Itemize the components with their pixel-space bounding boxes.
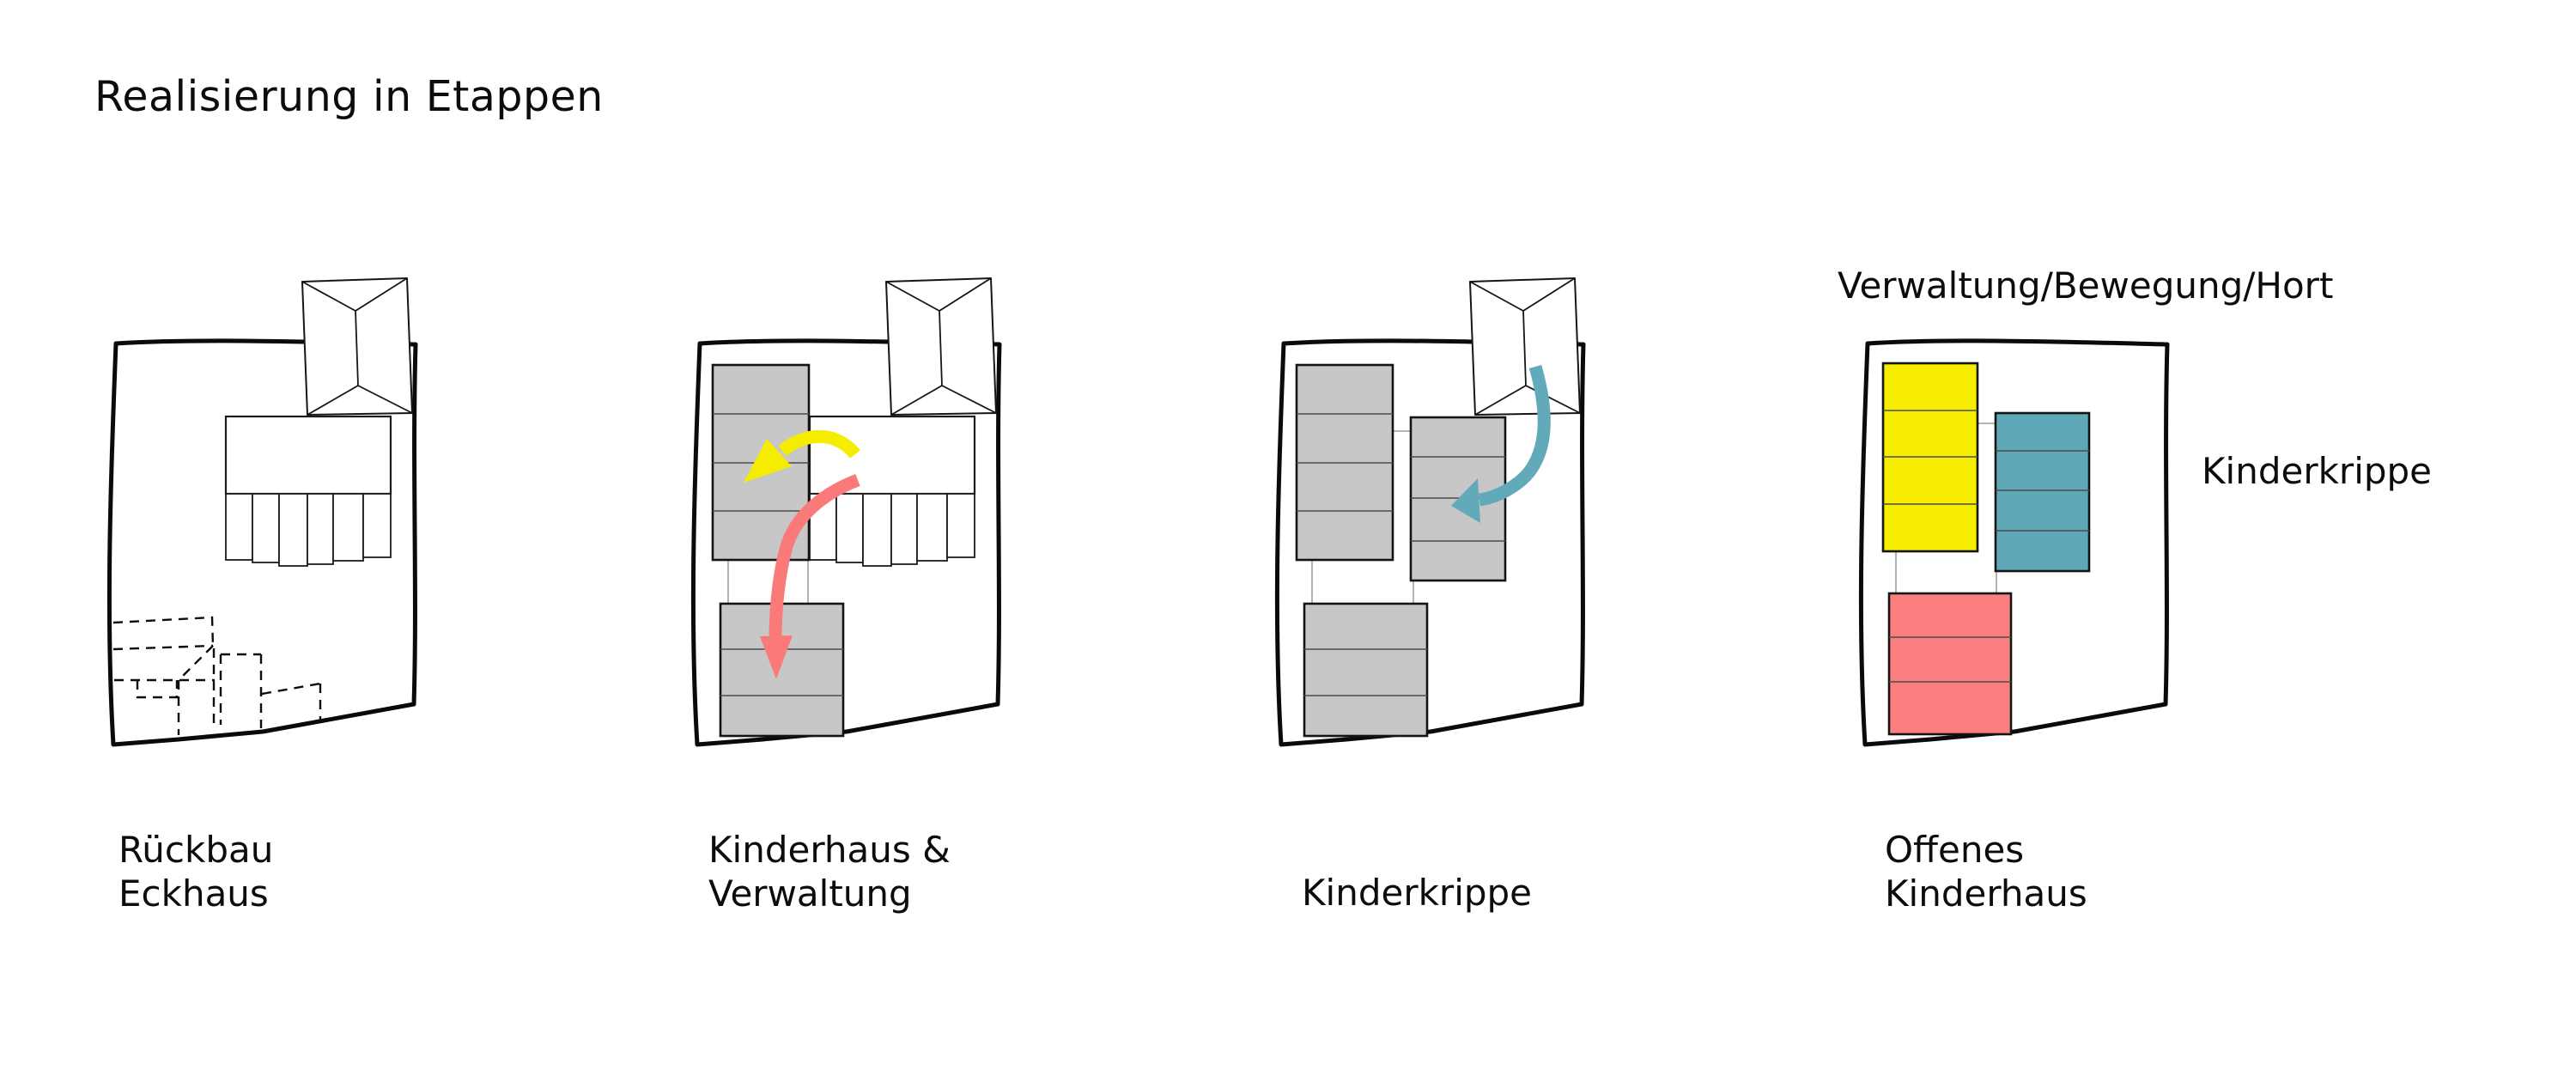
caption-line: Offenes <box>1885 829 2025 871</box>
building-a-gray <box>1295 363 1394 562</box>
caption-line: Verwaltung <box>708 872 912 915</box>
page-title: Realisierung in Etappen <box>94 72 604 121</box>
site-plan-etappe-3 <box>1262 277 1674 773</box>
caption-line: Kinderhaus & <box>708 829 951 871</box>
roof-building <box>1469 277 1581 416</box>
caption-line: Rückbau <box>118 829 274 871</box>
building-kinderkrippe-teal <box>1994 411 2091 573</box>
building-kinderhaus-pink <box>1887 592 2013 736</box>
caption-etappe-4: Offenes Kinderhaus <box>1885 828 2087 915</box>
connector-lines <box>1311 430 1414 604</box>
site-plan-etappe-1 <box>94 277 507 773</box>
connector-lines <box>1895 422 1997 593</box>
panel-etappe-2: Kinderhaus & Verwaltung <box>678 258 1091 915</box>
roof-building <box>301 277 413 416</box>
panel-etappe-4: Offenes Kinderhaus <box>1846 258 2258 915</box>
caption-etappe-1: Rückbau Eckhaus <box>118 828 273 915</box>
caption-line: Kinderkrippe <box>1302 872 1533 914</box>
building-verwaltung-yellow <box>1881 362 1979 553</box>
panel-etappe-3: Kinderkrippe <box>1262 258 1674 914</box>
site-plan-etappe-2 <box>678 277 1091 773</box>
arrow-red <box>760 473 860 679</box>
panel-etappe-1: Rückbau Eckhaus <box>94 258 507 915</box>
existing-building-terrace-row <box>224 415 392 568</box>
caption-line: Kinderhaus <box>1885 872 2087 915</box>
caption-line: Eckhaus <box>118 872 269 915</box>
caption-etappe-3: Kinderkrippe <box>1302 871 1532 915</box>
demolition-dashed-outlines <box>112 616 322 735</box>
connector-lines <box>727 560 809 604</box>
arrow-teal <box>1451 364 1551 523</box>
label-verwaltung-bewegung-hort: Verwaltung/Bewegung/Hort <box>1838 264 2334 307</box>
roof-building <box>885 277 997 416</box>
arrow-yellow <box>744 429 860 483</box>
building-b-gray <box>1303 602 1429 738</box>
label-kinderkrippe-right: Kinderkrippe <box>2202 450 2433 492</box>
site-plan-etappe-4 <box>1846 258 2258 773</box>
caption-etappe-2: Kinderhaus & Verwaltung <box>708 828 951 915</box>
